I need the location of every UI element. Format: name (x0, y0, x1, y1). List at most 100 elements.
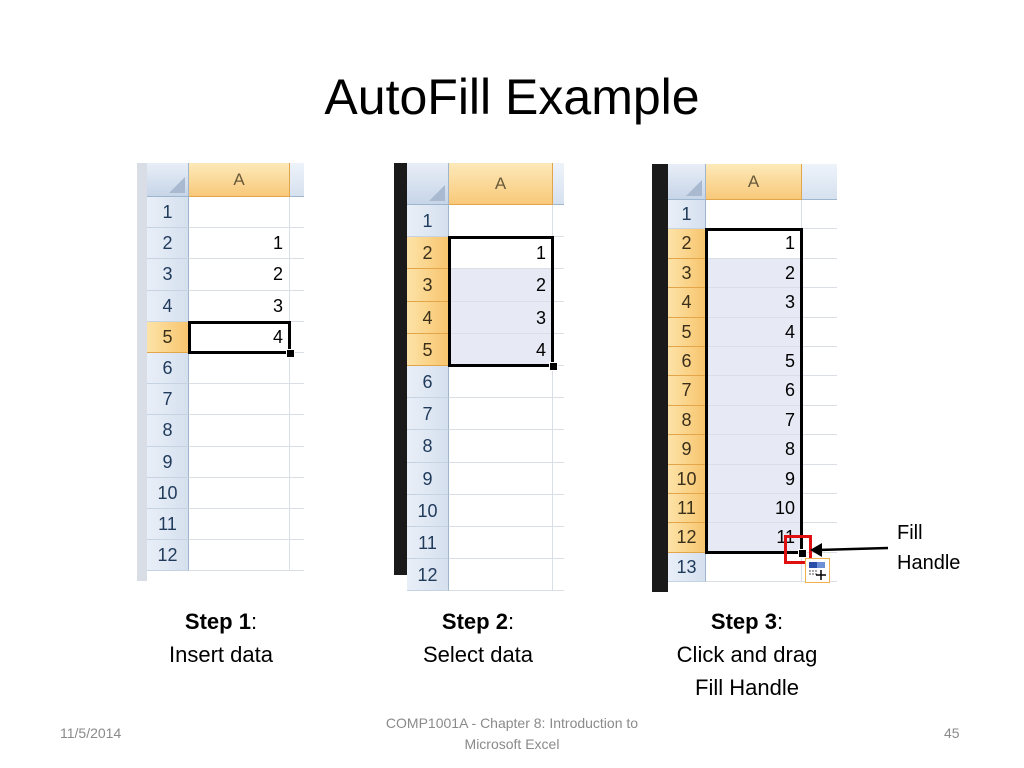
cell-b7 (553, 398, 564, 431)
column-header-a: A (449, 163, 553, 205)
column-header-a: A (189, 163, 290, 197)
row-header: 10 (668, 464, 706, 494)
cell-a5: 4 (449, 333, 553, 366)
fill-handle (286, 349, 295, 358)
cell-b3 (802, 259, 837, 289)
row-header: 1 (147, 197, 189, 229)
window-frame-edge (137, 163, 147, 581)
step-1-description: Insert data (169, 642, 273, 667)
footer-page-number: 45 (944, 725, 960, 741)
slide-title: AutoFill Example (324, 69, 700, 125)
cell-b4 (802, 288, 837, 318)
step-1-heading: Step 1 (184, 609, 251, 634)
fill-handle (549, 362, 558, 371)
cell-b10 (802, 465, 837, 494)
cell-b3 (290, 259, 304, 291)
cell-a13 (706, 552, 802, 583)
row-header: 4 (407, 301, 449, 334)
cell-b8 (553, 430, 564, 463)
fill-handle (798, 548, 807, 558)
cell-b7 (802, 376, 837, 406)
cell-a1 (706, 200, 802, 230)
cell-a4: 3 (449, 301, 553, 334)
row-header: 8 (407, 430, 449, 463)
autofill-options-icon (805, 558, 830, 583)
row-header: 5 (668, 317, 706, 347)
row-header: 6 (407, 366, 449, 399)
cell-b7 (290, 384, 304, 416)
cell-b1 (553, 205, 564, 238)
row-header: 8 (147, 415, 189, 447)
row-header: 10 (147, 477, 189, 509)
cell-a8 (449, 430, 553, 463)
fill-handle-highlight (784, 535, 812, 564)
cell-a10 (449, 494, 553, 527)
cell-a12 (189, 540, 290, 572)
step-2-description: Select data (422, 642, 534, 667)
cell-b2 (553, 237, 564, 270)
column-header-next (553, 163, 564, 205)
row-header: 11 (407, 527, 449, 560)
row-header: 5 (147, 321, 189, 353)
cell-b11 (802, 494, 837, 524)
row-header: 10 (407, 494, 449, 527)
row-header: 2 (147, 228, 189, 260)
cell-b9 (553, 463, 564, 495)
cell-b6 (553, 366, 564, 399)
cell-a7 (449, 398, 553, 431)
step-3-caption: Step 3: Click and drag Fill Handle (627, 605, 867, 704)
row-header: 9 (407, 462, 449, 495)
step-3-description-line-1: Click and drag (676, 642, 818, 667)
cell-b9 (802, 435, 837, 465)
selection-border (188, 320, 291, 354)
cell-a12 (449, 559, 553, 592)
corner-triangle-icon (169, 177, 185, 193)
row-header: 11 (147, 509, 189, 541)
row-header: 4 (668, 288, 706, 318)
step-2-heading: Step 2 (441, 609, 508, 634)
cell-a1 (189, 197, 290, 229)
cell-a10 (189, 477, 290, 509)
row-header: 8 (668, 405, 706, 436)
cell-a10: 9 (706, 464, 802, 494)
cell-a2: 1 (449, 237, 553, 270)
cell-b4 (290, 291, 304, 322)
cell-b5 (290, 322, 304, 353)
cell-a4: 3 (189, 290, 290, 322)
select-all-corner (407, 163, 449, 205)
cell-b10 (553, 495, 564, 527)
footer-course-line: COMP1001A - Chapter 8: Introduction to (385, 715, 639, 731)
cell-b1 (290, 197, 304, 229)
row-header: 2 (668, 229, 706, 259)
cell-a8: 7 (706, 405, 802, 436)
cell-b8 (802, 406, 837, 436)
cell-b1 (802, 200, 837, 230)
row-header: 11 (668, 494, 706, 524)
column-header-a: A (706, 164, 802, 200)
cell-a11 (189, 509, 290, 541)
cell-a8 (189, 415, 290, 447)
row-header: 13 (668, 552, 706, 583)
select-all-corner (147, 163, 189, 197)
cell-a11: 10 (706, 494, 802, 524)
cell-a3: 2 (449, 269, 553, 302)
row-header: 9 (147, 446, 189, 478)
row-header: 1 (407, 205, 449, 238)
cell-a7: 6 (706, 376, 802, 406)
row-header: 5 (407, 333, 449, 366)
cell-a4: 3 (706, 288, 802, 318)
cell-a3: 2 (706, 258, 802, 289)
cell-b6 (290, 353, 304, 385)
row-header: 6 (668, 347, 706, 377)
cell-b2 (290, 228, 304, 260)
row-header: 12 (407, 559, 449, 592)
callout-line: Fill (897, 522, 923, 544)
cell-b8 (290, 415, 304, 447)
callout-line: Handle (897, 552, 961, 574)
cell-b12 (553, 559, 564, 592)
selection-border (448, 236, 554, 367)
row-header: 3 (668, 258, 706, 289)
cell-a6: 5 (706, 347, 802, 377)
cell-b11 (290, 509, 304, 541)
row-header: 9 (668, 435, 706, 465)
